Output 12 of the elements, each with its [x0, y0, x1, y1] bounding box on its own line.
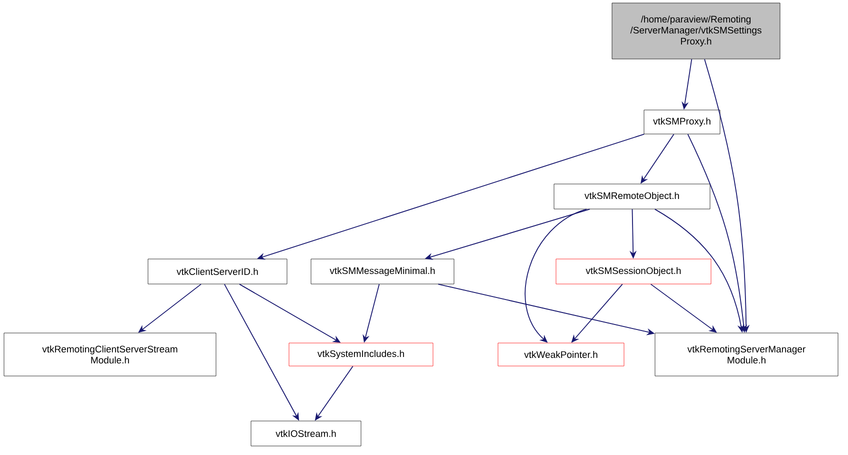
file-box: vtkRemotingServerManager Module.h	[654, 332, 838, 376]
file-box: vtkRemotingClientServerStream Module.h	[4, 332, 216, 376]
file-box: vtkSMProxy.h	[644, 110, 720, 134]
file-box: vtkSMMessageMinimal.h	[310, 258, 454, 284]
file-box: vtkIOStream.h	[250, 420, 362, 446]
file-box: vtkWeakPointer.h	[498, 342, 624, 366]
file-box: vtkSMSessionObject.h	[556, 258, 712, 284]
file-box: vtkClientServerID.h	[148, 258, 288, 284]
file-box: vtkSMRemoteObject.h	[554, 184, 710, 210]
file-box: vtkSystemIncludes.h	[288, 342, 434, 366]
arrow	[650, 284, 717, 333]
file-box: /home/paraview/Remoting /ServerManager/vtkSMSettings Proxy.h	[612, 2, 780, 60]
